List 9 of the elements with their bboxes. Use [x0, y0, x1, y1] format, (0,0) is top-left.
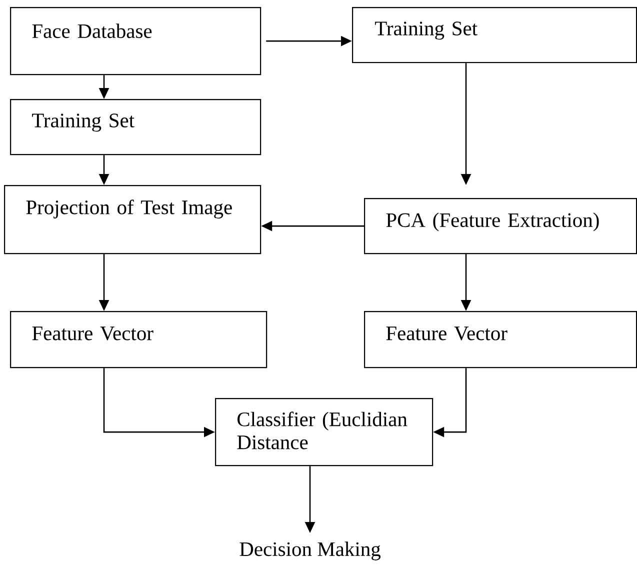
process-box: Training Set [352, 7, 637, 64]
output-label: Decision Making [240, 542, 380, 560]
process-box: Classifier (Euclidian Distance [215, 398, 434, 466]
process-box: Projection of Test Image [4, 185, 262, 254]
process-box: Feature Vector [10, 311, 268, 368]
process-box: Feature Vector [364, 311, 637, 368]
process-box: PCA (Feature Extraction) [364, 198, 637, 254]
process-box: Face Database [10, 7, 262, 76]
process-box: Training Set [10, 99, 262, 156]
